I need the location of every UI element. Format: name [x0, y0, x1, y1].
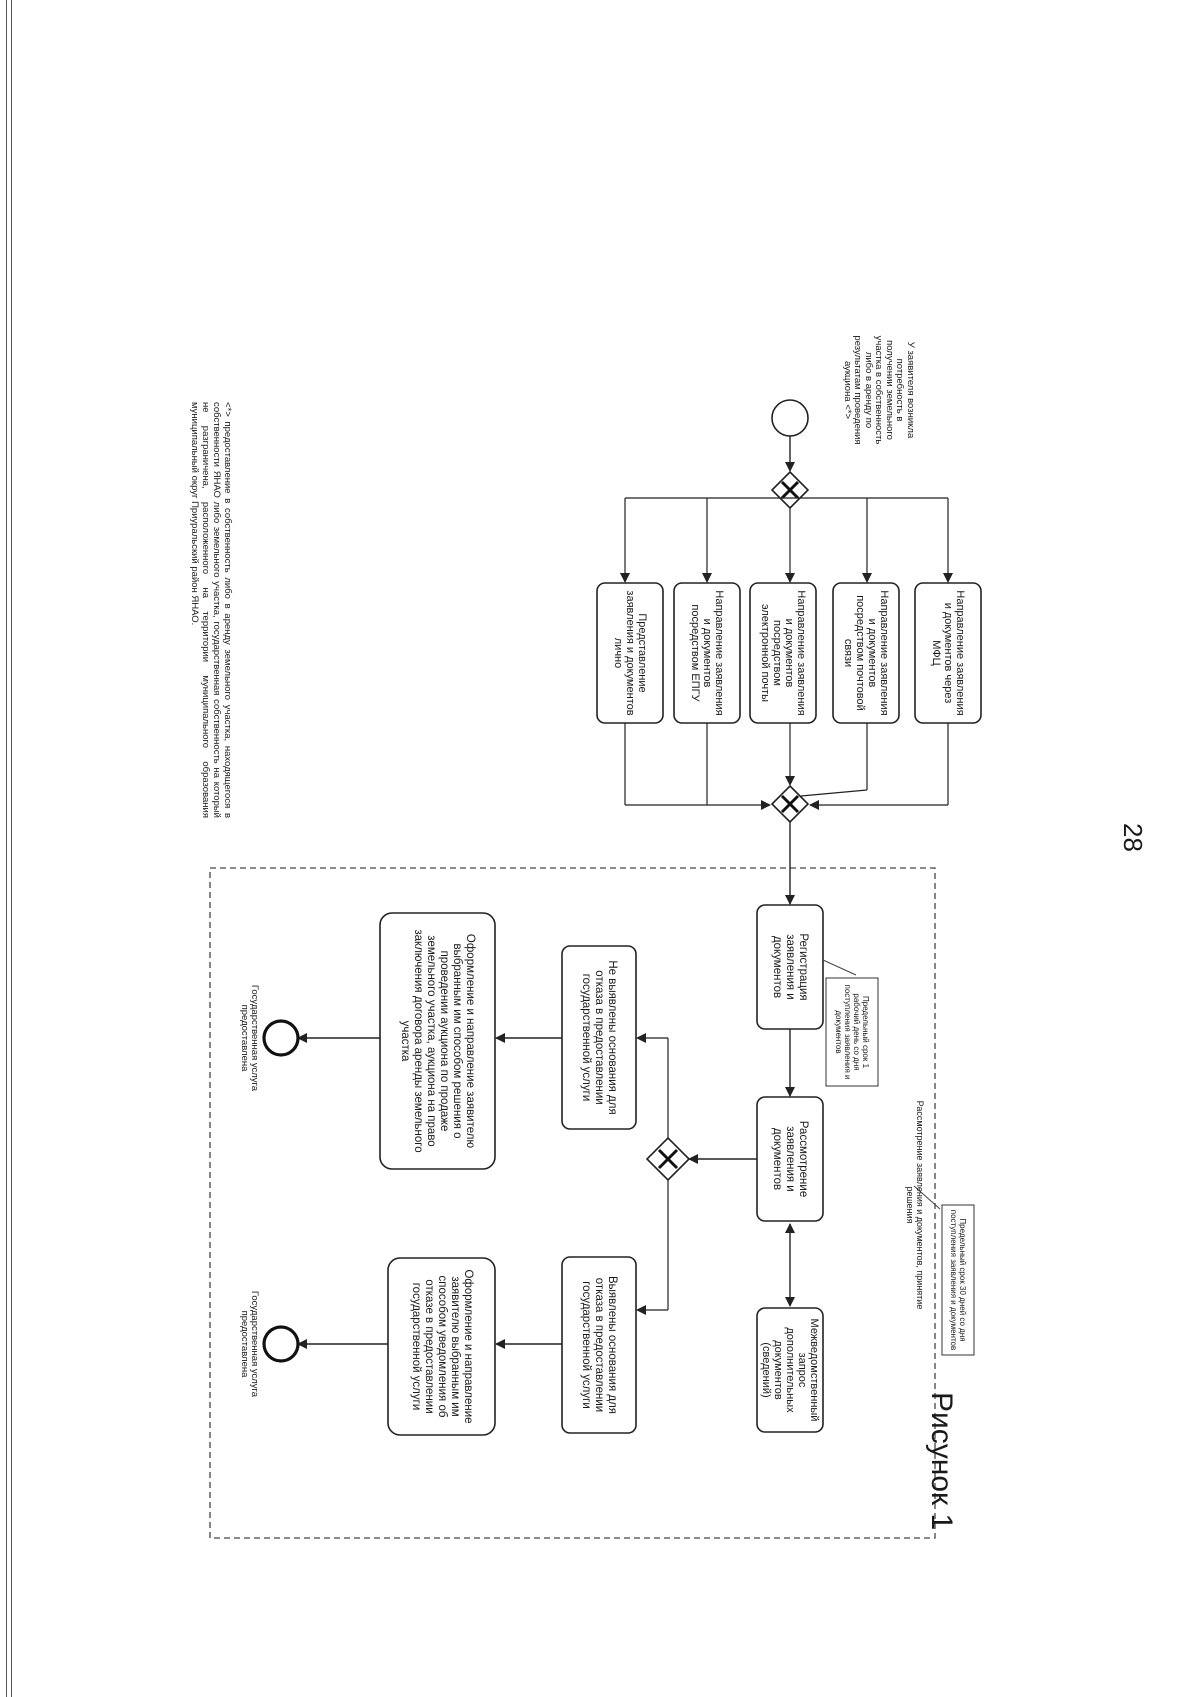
- action-negative-label: Оформление и направление заявителю выбра…: [410, 1269, 474, 1424]
- channel-personal-task: Представление заявления и документов лич…: [596, 582, 664, 724]
- outcome-negative-task: Выявлены основания для отказа в предоста…: [561, 1256, 637, 1434]
- action-negative-task: Оформление и направление заявителю выбра…: [387, 1257, 496, 1436]
- footnote: <*> предоставление в собственность либо …: [189, 402, 233, 818]
- outcome-negative-label: Выявлены основания для отказа в предоста…: [580, 1275, 619, 1415]
- registration-deadline-text: Предельный срок 1 рабочий день со дня по…: [834, 984, 870, 1080]
- review-deadline-text: Предельный срок 30 дней со дня поступлен…: [949, 1209, 967, 1351]
- outcome-positive-label: Не выявлены основания для отказа в предо…: [580, 960, 619, 1115]
- figure-caption: Рисунок 1: [925, 1392, 958, 1531]
- decision-gateway: [645, 1136, 691, 1182]
- action-positive-label: Оформление и направление заявителю выбра…: [399, 929, 477, 1153]
- stage-label: Рассмотрение заявления и документов, при…: [905, 1100, 925, 1310]
- channel-post-label: Направление заявления и документов посре…: [842, 590, 890, 716]
- interagency-request-label: Межведомственный запрос дополнительных д…: [760, 1318, 820, 1422]
- review-label: Рассмотрение заявления и документов: [771, 1120, 810, 1198]
- start-event: [771, 399, 809, 437]
- end-negative-label: Государственная услуга предоставлена: [239, 1290, 260, 1398]
- end-positive-label: Государственная услуга предоставлена: [239, 984, 260, 1092]
- registration-task: Регистрация заявления и документов: [756, 904, 824, 1030]
- merge-gateway: [770, 784, 810, 824]
- channel-post-task: Направление заявления и документов посре…: [832, 582, 900, 724]
- review-task: Рассмотрение заявления и документов: [756, 1096, 824, 1222]
- review-deadline-note: Предельный срок 30 дней со дня поступлен…: [941, 1204, 975, 1356]
- outcome-positive-task: Не выявлены основания для отказа в предо…: [561, 945, 637, 1130]
- interagency-request-task: Межведомственный запрос дополнительных д…: [756, 1307, 824, 1433]
- end-event-negative: [262, 1325, 300, 1363]
- split-gateway: [770, 470, 810, 510]
- channel-email-label: Направление заявления и документов посре…: [759, 590, 807, 716]
- channel-personal-label: Представление заявления и документов лич…: [612, 590, 648, 716]
- registration-deadline-note: Предельный срок 1 рабочий день со дня по…: [825, 977, 879, 1087]
- channel-email-task: Направление заявления и документов посре…: [749, 582, 817, 724]
- registration-label: Регистрация заявления и документов: [771, 933, 810, 1001]
- page-border: [6, 0, 12, 1697]
- channel-epgu-task: Направление заявления и документов посре…: [673, 582, 741, 724]
- channel-epgu-label: Направление заявления и документов посре…: [689, 590, 725, 716]
- end-event-positive: [262, 1019, 300, 1057]
- channel-mfc-task: Направление заявления и документов через…: [914, 582, 982, 724]
- start-event-label: У заявителя возникла потребность в получ…: [841, 335, 916, 445]
- stage-boundary: [209, 867, 936, 1539]
- channel-mfc-label: Направление заявления и документов через…: [930, 590, 966, 716]
- action-positive-task: Оформление и направление заявителю выбра…: [379, 912, 496, 1170]
